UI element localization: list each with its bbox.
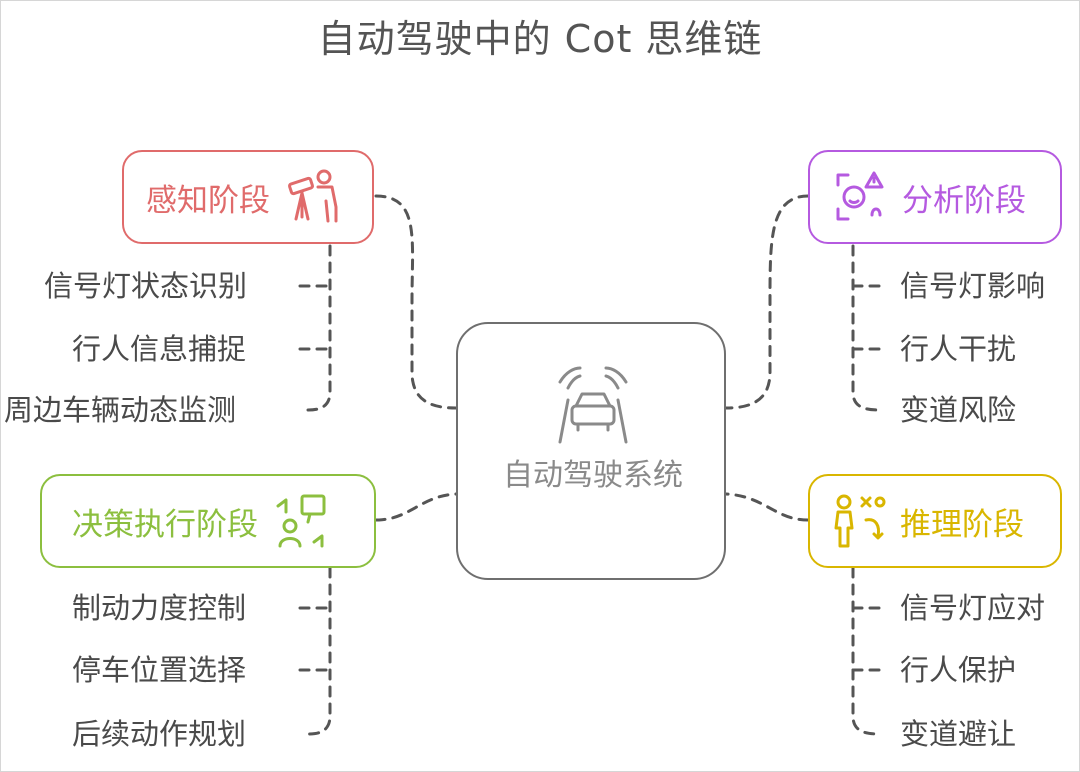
perception-item-1: 信号灯状态识别 bbox=[44, 269, 248, 303]
reasoning-item-2: 行人保护 bbox=[900, 653, 1017, 687]
stage-decision-label: 决策执行阶段 bbox=[72, 506, 258, 543]
analysis-item-2: 行人干扰 bbox=[900, 332, 1017, 366]
telescope-observer-icon bbox=[284, 167, 344, 227]
person-presentation-icon bbox=[274, 492, 332, 550]
stage-decision: 决策执行阶段 bbox=[40, 474, 376, 568]
stage-analysis: 分析阶段 bbox=[808, 150, 1062, 244]
person-strategy-icon bbox=[830, 492, 888, 550]
connector-analysis bbox=[724, 194, 810, 410]
decision-item-2: 停车位置选择 bbox=[72, 653, 247, 687]
stage-reasoning-label: 推理阶段 bbox=[900, 506, 1024, 543]
connector-decision bbox=[374, 492, 458, 522]
stage-perception-label: 感知阶段 bbox=[146, 182, 270, 219]
decision-item-3: 后续动作规划 bbox=[72, 717, 247, 751]
reasoning-item-3: 变道避让 bbox=[900, 717, 1017, 751]
perception-item-3: 周边车辆动态监测 bbox=[4, 393, 237, 427]
face-warning-icon bbox=[832, 169, 888, 225]
car-sensor-icon bbox=[558, 366, 628, 444]
branch-analysis bbox=[851, 244, 882, 412]
stage-reasoning: 推理阶段 bbox=[808, 474, 1062, 568]
center-node: 自动驾驶系统 bbox=[456, 322, 726, 580]
stage-perception: 感知阶段 bbox=[122, 150, 374, 244]
diagram-title: 自动驾驶中的 Cot 思维链 bbox=[317, 17, 763, 61]
perception-item-2: 行人信息捕捉 bbox=[72, 332, 247, 366]
connector-perception bbox=[374, 194, 458, 410]
branch-reasoning bbox=[851, 566, 882, 736]
analysis-item-1: 信号灯影响 bbox=[900, 269, 1046, 303]
center-label: 自动驾驶系统 bbox=[503, 458, 683, 493]
stage-analysis-label: 分析阶段 bbox=[902, 182, 1026, 219]
analysis-item-3: 变道风险 bbox=[900, 393, 1017, 427]
branch-perception bbox=[306, 244, 332, 412]
reasoning-item-1: 信号灯应对 bbox=[900, 591, 1046, 625]
decision-item-1: 制动力度控制 bbox=[72, 591, 247, 625]
branch-decision bbox=[306, 566, 332, 736]
connector-reasoning bbox=[724, 492, 810, 522]
